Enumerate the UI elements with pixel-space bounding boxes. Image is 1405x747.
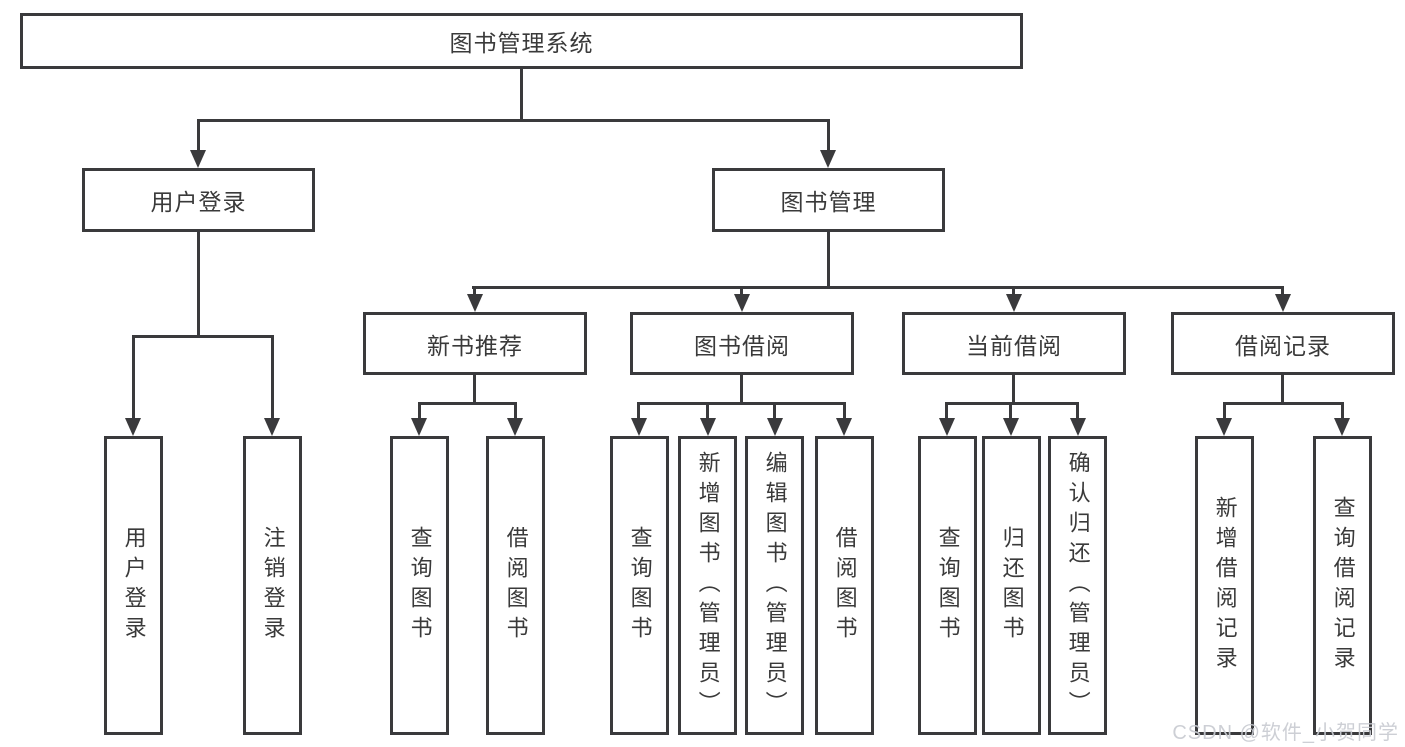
connector-line bbox=[132, 335, 135, 420]
connector-line bbox=[1009, 402, 1012, 422]
node-book-management-system: 图书管理系统 bbox=[20, 13, 1023, 69]
leaf-label: 注销登录 bbox=[260, 525, 286, 646]
arrow-down-icon bbox=[1334, 418, 1350, 436]
arrow-down-icon bbox=[125, 418, 141, 436]
leaf-label: 借阅图书 bbox=[503, 525, 529, 646]
arrow-down-icon bbox=[734, 294, 750, 312]
connector-line bbox=[473, 286, 476, 296]
leaf-confirm-return-admin: 确认归还（管理员） bbox=[1048, 436, 1107, 735]
connector-line bbox=[514, 402, 517, 422]
connector-line bbox=[1076, 402, 1079, 422]
arrow-down-icon bbox=[1216, 418, 1232, 436]
arrow-down-icon bbox=[631, 418, 647, 436]
leaf-add-borrow-record: 新增借阅记录 bbox=[1195, 436, 1254, 735]
arrow-down-icon bbox=[767, 418, 783, 436]
node-current-borrowing: 当前借阅 bbox=[902, 312, 1126, 375]
connector-line bbox=[473, 375, 476, 405]
connector-line bbox=[1281, 286, 1284, 296]
arrow-down-icon bbox=[1003, 418, 1019, 436]
arrow-down-icon bbox=[836, 418, 852, 436]
arrow-down-icon bbox=[820, 150, 836, 168]
connector-line bbox=[843, 402, 846, 422]
connector-line bbox=[1281, 375, 1284, 405]
connector-line bbox=[1012, 286, 1015, 296]
leaf-query-borrow-record: 查询借阅记录 bbox=[1313, 436, 1372, 735]
leaf-borrow-books-recommend: 借阅图书 bbox=[486, 436, 545, 735]
leaf-query-books-recommend: 查询图书 bbox=[390, 436, 449, 735]
connector-line bbox=[1223, 402, 1344, 405]
leaf-query-books-borrowing: 查询图书 bbox=[610, 436, 669, 735]
leaf-label: 查询借阅记录 bbox=[1330, 495, 1356, 676]
connector-line bbox=[773, 402, 776, 422]
connector-line bbox=[271, 335, 274, 420]
watermark: CSDN @软件_小贺同学 bbox=[1172, 722, 1399, 744]
leaf-label: 查询图书 bbox=[407, 525, 433, 646]
arrow-down-icon bbox=[411, 418, 427, 436]
connector-line bbox=[197, 119, 830, 122]
arrow-down-icon bbox=[190, 150, 206, 168]
connector-line bbox=[132, 335, 274, 338]
leaf-user-login: 用户登录 bbox=[104, 436, 163, 735]
leaf-label: 新增借阅记录 bbox=[1212, 495, 1238, 676]
arrow-down-icon bbox=[264, 418, 280, 436]
leaf-label: 新增图书（管理员） bbox=[695, 450, 721, 721]
connector-line bbox=[706, 402, 709, 422]
leaf-label: 归还图书 bbox=[999, 525, 1025, 646]
connector-line bbox=[418, 402, 517, 405]
connector-line bbox=[1012, 375, 1015, 405]
connector-line bbox=[740, 375, 743, 405]
arrow-down-icon bbox=[507, 418, 523, 436]
connector-line bbox=[197, 119, 200, 152]
node-user-login: 用户登录 bbox=[82, 168, 315, 232]
connector-line bbox=[637, 402, 845, 405]
node-book-borrowing: 图书借阅 bbox=[630, 312, 854, 375]
leaf-edit-books-admin: 编辑图书（管理员） bbox=[745, 436, 804, 735]
node-new-book-recommendation: 新书推荐 bbox=[363, 312, 587, 375]
leaf-label: 查询图书 bbox=[935, 525, 961, 646]
connector-line bbox=[827, 119, 830, 152]
leaf-label: 编辑图书（管理员） bbox=[762, 450, 788, 721]
node-borrowing-records: 借阅记录 bbox=[1171, 312, 1395, 375]
arrow-down-icon bbox=[467, 294, 483, 312]
connector-line bbox=[472, 286, 1284, 289]
arrow-down-icon bbox=[1275, 294, 1291, 312]
leaf-label: 确认归还（管理员） bbox=[1065, 450, 1091, 721]
arrow-down-icon bbox=[1006, 294, 1022, 312]
connector-line bbox=[740, 286, 743, 296]
leaf-return-books: 归还图书 bbox=[982, 436, 1041, 735]
connector-line bbox=[1341, 402, 1344, 422]
arrow-down-icon bbox=[1070, 418, 1086, 436]
connector-line bbox=[1223, 402, 1226, 422]
connector-line bbox=[418, 402, 421, 422]
arrow-down-icon bbox=[939, 418, 955, 436]
leaf-query-books-current: 查询图书 bbox=[918, 436, 977, 735]
connector-line bbox=[945, 402, 948, 422]
connector-line bbox=[827, 232, 830, 289]
leaf-borrow-books-borrowing: 借阅图书 bbox=[815, 436, 874, 735]
connector-line bbox=[637, 402, 640, 422]
leaf-label: 用户登录 bbox=[121, 525, 147, 646]
leaf-label: 借阅图书 bbox=[832, 525, 858, 646]
leaf-add-books-admin: 新增图书（管理员） bbox=[678, 436, 737, 735]
connector-line bbox=[197, 232, 200, 338]
connector-line bbox=[520, 69, 523, 121]
arrow-down-icon bbox=[700, 418, 716, 436]
connector-line bbox=[945, 402, 1079, 405]
node-book-management: 图书管理 bbox=[712, 168, 945, 232]
leaf-label: 查询图书 bbox=[627, 525, 653, 646]
leaf-logout: 注销登录 bbox=[243, 436, 302, 735]
